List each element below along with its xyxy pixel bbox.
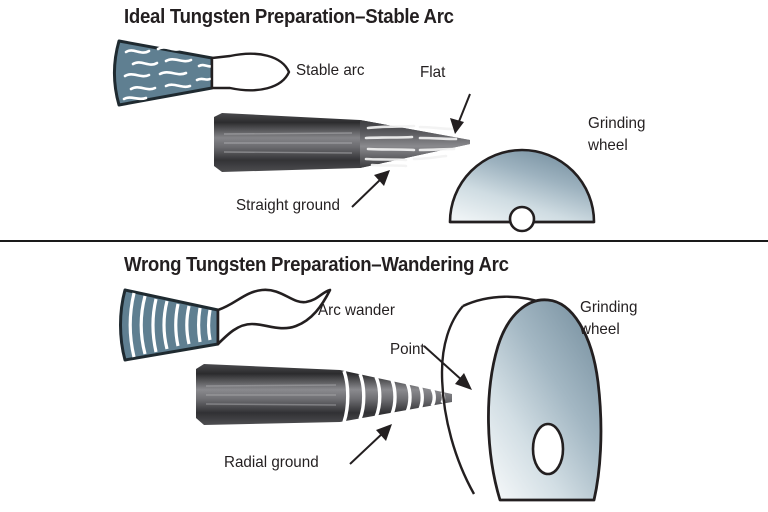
tungsten-cone-wrong	[119, 288, 220, 362]
panel-wrong-preparation: Wrong Tungsten Preparation–Wandering Arc	[0, 242, 768, 512]
label-arc-wander: Arc wander	[318, 302, 395, 319]
label-grinding-wheel-wrong-line2: wheel	[580, 321, 620, 338]
arc-wander-shape	[216, 288, 332, 346]
page-title-ideal: Ideal Tungsten Preparation–Stable Arc	[124, 6, 454, 28]
point-callout-arrow	[423, 345, 472, 390]
panel-ideal-preparation: Ideal Tungsten Preparation–Stable Arc	[0, 0, 768, 240]
ideal-preparation-artwork	[113, 39, 596, 233]
label-flat: Flat	[420, 64, 446, 81]
label-grinding-wheel-ideal-line2: wheel	[588, 137, 628, 154]
label-stable-arc: Stable arc	[296, 62, 365, 79]
flat-callout-arrow	[450, 93, 471, 134]
tungsten-cone-ideal	[113, 39, 214, 107]
panel-divider	[0, 240, 768, 242]
page-title-wrong: Wrong Tungsten Preparation–Wandering Arc	[124, 254, 509, 276]
stable-arc-shape	[210, 52, 291, 92]
straight-ground-callout-arrow	[351, 170, 390, 208]
tungsten-electrode-straight-ground	[214, 113, 470, 172]
wrong-preparation-artwork	[119, 288, 603, 502]
label-straight-ground: Straight ground	[236, 197, 340, 214]
grinding-wheel-ideal	[448, 148, 596, 233]
label-radial-ground: Radial ground	[224, 454, 319, 471]
label-point: Point	[390, 341, 425, 358]
grinding-wheel-wrong	[440, 295, 603, 502]
label-grinding-wheel-wrong-line1: Grinding	[580, 299, 638, 316]
radial-ground-callout-arrow	[349, 424, 392, 465]
tungsten-electrode-radial-ground	[196, 364, 452, 425]
label-grinding-wheel-ideal-line1: Grinding	[588, 115, 646, 132]
